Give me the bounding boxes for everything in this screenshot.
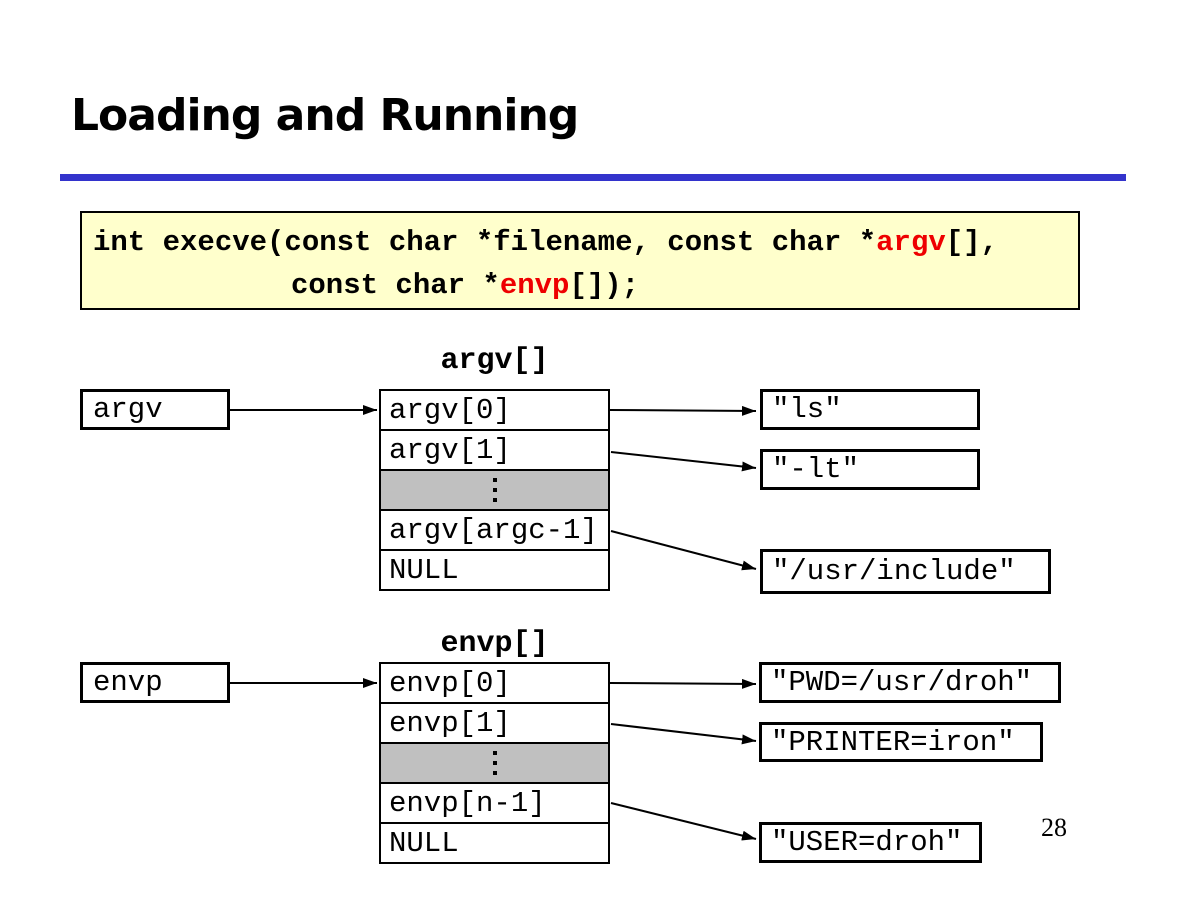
envp-cell-n-1: envp[n-1] <box>381 782 608 822</box>
argv-pointer-label: argv <box>93 393 163 426</box>
arrow-envp1-to-printer <box>610 723 757 745</box>
vertical-ellipsis-icon <box>492 751 497 775</box>
arrow-argv1-to-lt <box>610 451 757 472</box>
argv-cell-null: NULL <box>381 549 608 589</box>
arrow-envp0-to-pwd <box>609 678 757 689</box>
string-box-pwd: "PWD=/usr/droh" <box>759 662 1061 703</box>
envp-cell-null: NULL <box>381 822 608 862</box>
envp-pointer-label: envp <box>93 666 163 699</box>
code-line-2-suffix: []); <box>569 269 640 302</box>
code-envp-highlight: envp <box>499 269 570 302</box>
envp-cell-1: envp[1] <box>381 702 608 742</box>
string-box-printer: "PRINTER=iron" <box>759 722 1043 762</box>
page-number: 28 <box>1041 813 1067 842</box>
envp-array-table: envp[0] envp[1] envp[n-1] NULL <box>379 662 610 864</box>
code-line-1-text: int execve(const char *filename, const c… <box>93 226 877 259</box>
string-box-usr-include: "/usr/include" <box>760 549 1051 594</box>
envp-pointer-box: envp <box>80 662 230 703</box>
string-box-user: "USER=droh" <box>759 822 982 863</box>
string-box-ls: "ls" <box>760 389 980 430</box>
argv-cell-argc-1: argv[argc-1] <box>381 509 608 549</box>
arrow-argv0-to-ls <box>609 405 757 416</box>
string-box-lt: "-lt" <box>760 449 980 490</box>
argv-array-table: argv[0] argv[1] argv[argc-1] NULL <box>379 389 610 591</box>
execve-prototype-code-box: int execve(const char *filename, const c… <box>80 211 1080 310</box>
envp-cell-0: envp[0] <box>389 666 511 700</box>
code-line-2: const char *envp[]); <box>291 269 639 302</box>
argv-array-header: argv[] <box>440 344 549 378</box>
argv-cell-0: argv[0] <box>389 393 511 427</box>
code-line-2-text: const char * <box>291 269 500 302</box>
title-rule <box>60 174 1126 181</box>
envp-array-header: envp[] <box>440 627 549 661</box>
slide-title: Loading and Running <box>71 90 579 141</box>
vertical-ellipsis-icon <box>492 478 497 502</box>
arrow-argvlast-to-include <box>610 530 757 571</box>
code-argv-highlight: argv <box>876 226 946 259</box>
envp-ellipsis-cell <box>381 742 608 782</box>
argv-cell-1: argv[1] <box>381 429 608 469</box>
arrow-envplast-to-user <box>610 802 757 841</box>
argv-pointer-box: argv <box>80 389 230 430</box>
code-line-1-suffix: [], <box>945 226 998 259</box>
argv-ellipsis-cell <box>381 469 608 509</box>
code-line-1: int execve(const char *filename, const c… <box>93 226 998 259</box>
